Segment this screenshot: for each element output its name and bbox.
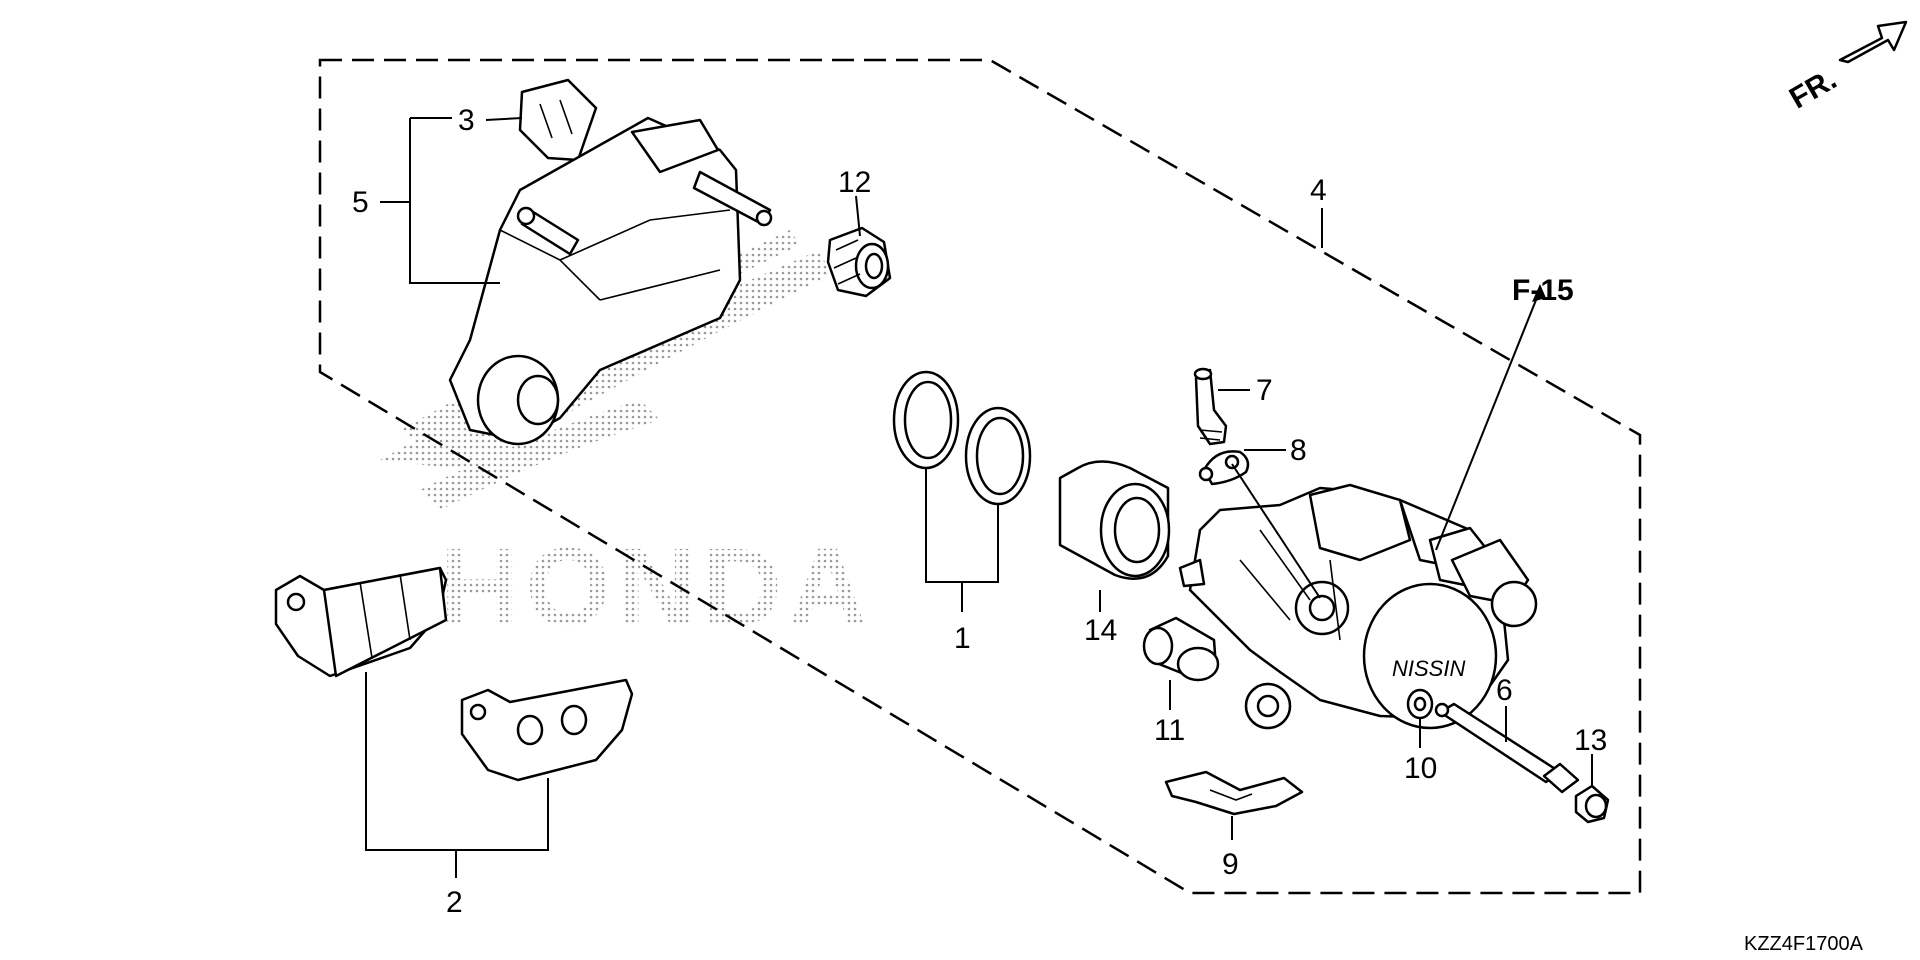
maker-mark: NISSIN xyxy=(1392,656,1465,681)
reference-callout: F-15 xyxy=(1512,274,1574,307)
leader-lines xyxy=(365,117,1593,878)
part-caliper-bracket xyxy=(448,116,773,446)
part-number-2: 2 xyxy=(446,886,463,919)
front-arrow-icon xyxy=(1838,20,1908,64)
diagram-code: KZZ4F1700A xyxy=(1744,933,1864,955)
part-number-8: 8 xyxy=(1290,434,1307,467)
assembly-boundary-dashed xyxy=(318,58,1642,895)
part-number-10: 10 xyxy=(1404,752,1437,785)
part-number-6: 6 xyxy=(1496,674,1513,707)
part-piston-seals xyxy=(892,370,1032,506)
part-number-5: 5 xyxy=(352,186,369,219)
part-bleeder-cap xyxy=(1198,450,1250,486)
part-caliper-body: NISSIN xyxy=(1178,483,1538,730)
part-pin-bolt xyxy=(1142,616,1220,682)
part-number-7: 7 xyxy=(1256,374,1273,407)
part-number-13: 13 xyxy=(1574,724,1607,757)
part-pad-spring-clip xyxy=(518,78,598,162)
honda-watermark-text: HONDA xyxy=(440,526,873,649)
part-number-9: 9 xyxy=(1222,848,1239,881)
front-direction-indicator: FR. xyxy=(1784,20,1908,116)
part-number-1: 1 xyxy=(954,622,971,655)
part-boot xyxy=(826,226,892,298)
part-plug xyxy=(1574,784,1610,824)
part-number-14: 14 xyxy=(1084,614,1117,647)
part-number-4: 4 xyxy=(1310,174,1327,207)
part-washer xyxy=(1406,688,1434,720)
part-bleeder-screw xyxy=(1193,367,1228,446)
part-number-labels: 3 5 12 4 F-15 7 8 1 14 11 6 10 13 9 2 xyxy=(352,104,1607,919)
part-number-11: 11 xyxy=(1154,714,1185,747)
front-direction-label: FR. xyxy=(1784,63,1842,116)
part-pad-retainer xyxy=(1164,770,1304,816)
part-pad-pin xyxy=(1434,702,1580,794)
part-piston xyxy=(1058,460,1171,580)
part-brake-pads xyxy=(274,566,634,782)
part-number-3: 3 xyxy=(458,104,475,137)
part-number-12: 12 xyxy=(838,166,871,199)
